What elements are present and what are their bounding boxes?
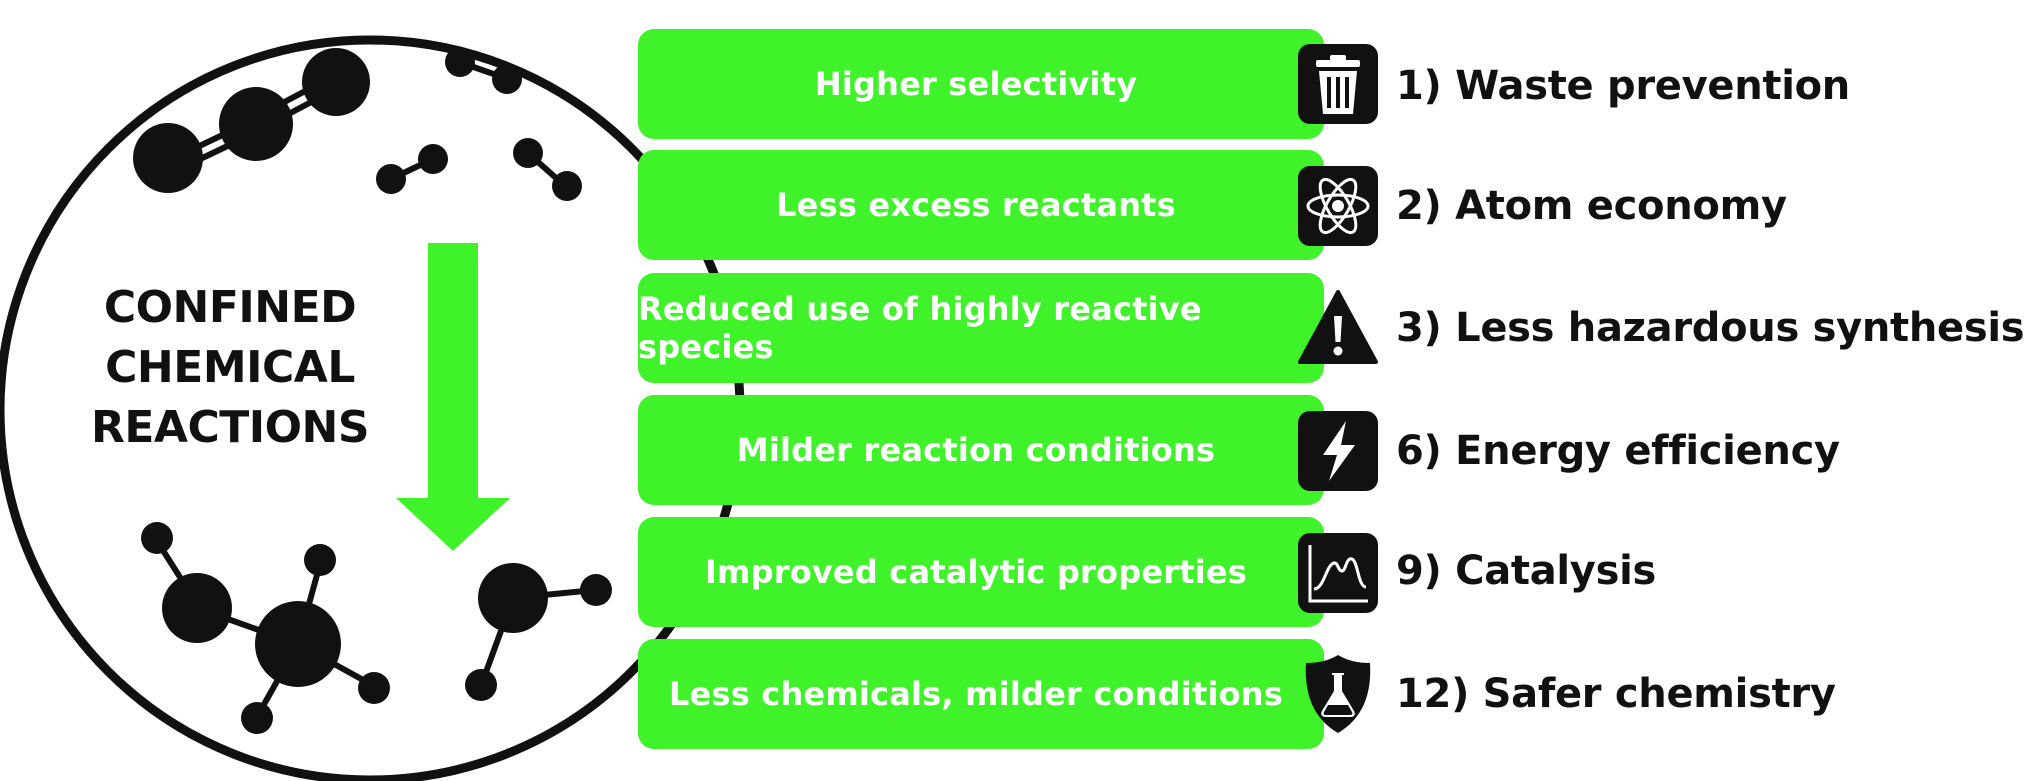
principle-safer-chemistry: 12) Safer chemistry — [1396, 671, 1836, 717]
reactant-molecule-small-2 — [376, 144, 448, 194]
benefit-label: Less chemicals, milder conditions — [668, 675, 1284, 713]
benefit-label: Higher selectivity — [814, 65, 1138, 103]
principle-waste-prevention: 1) Waste prevention — [1396, 63, 1850, 109]
trash-can-icon — [1298, 44, 1378, 124]
benefit-box-higher-selectivity: Higher selectivity — [638, 29, 1324, 139]
title-line-2: CHEMICAL — [105, 342, 355, 393]
flask-shield-icon — [1305, 655, 1371, 733]
principle-less-hazardous-synthesis: 3) Less hazardous synthesis — [1396, 305, 2024, 351]
benefit-box-reduced-reactive-species: Reduced use of highly reactive species — [638, 273, 1324, 383]
benefit-box-less-chemicals: Less chemicals, milder conditions — [638, 639, 1324, 749]
benefit-box-improved-catalytic: Improved catalytic properties — [638, 517, 1324, 627]
benefit-label: Reduced use of highly reactive species — [638, 290, 1202, 366]
product-molecule-large — [141, 522, 390, 734]
energy-profile-icon — [1298, 533, 1378, 613]
reactant-molecule-large — [133, 48, 370, 193]
benefit-box-less-excess-reactants: Less excess reactants — [638, 150, 1324, 260]
benefit-label: Improved catalytic properties — [704, 553, 1248, 591]
reaction-arrow — [396, 243, 510, 551]
principle-energy-efficiency: 6) Energy efficiency — [1396, 428, 1840, 474]
principle-catalysis: 9) Catalysis — [1396, 548, 1657, 594]
lightning-bolt-icon — [1298, 411, 1378, 491]
benefit-label: Milder reaction conditions — [736, 431, 1216, 469]
title-line-1: CONFINED — [103, 282, 357, 333]
product-molecule-small — [465, 563, 612, 701]
confined-chemical-reactions-title: CONFINED CHEMICAL REACTIONS — [60, 278, 400, 458]
diagram-art — [0, 35, 745, 781]
reactant-molecule-small-3 — [513, 138, 582, 201]
principle-atom-economy: 2) Atom economy — [1396, 183, 1787, 229]
benefit-box-milder-conditions: Milder reaction conditions — [638, 395, 1324, 505]
atom-icon — [1298, 166, 1378, 246]
warning-triangle-icon — [1298, 290, 1378, 364]
reactant-molecule-small-1 — [445, 47, 522, 94]
benefit-label: Less excess reactants — [776, 186, 1176, 224]
title-line-3: REACTIONS — [90, 402, 370, 453]
